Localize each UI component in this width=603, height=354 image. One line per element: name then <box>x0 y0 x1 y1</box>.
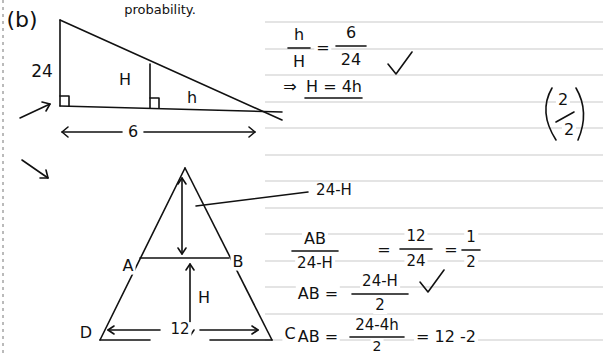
handwritten-label: 2 <box>373 298 387 314</box>
handwritten-label: 6 <box>344 25 358 42</box>
handwritten-label: 24-H <box>360 274 400 290</box>
handwritten-label: 24 <box>404 254 427 270</box>
handwritten-label: = <box>442 242 459 259</box>
handwritten-label: 24-H <box>295 256 335 272</box>
margin-line <box>3 0 4 354</box>
handwritten-label: 2 <box>464 255 478 271</box>
ink <box>20 20 584 340</box>
handwritten-label: H <box>196 290 212 307</box>
handwritten-label: (b) <box>4 8 39 31</box>
ruled-lines <box>265 22 603 340</box>
handwritten-label: AB <box>302 231 328 248</box>
handwritten-label: 1 <box>464 230 478 246</box>
handwritten-label: 2 <box>371 338 384 353</box>
handwritten-label: = 12 -2 <box>414 329 478 346</box>
handwritten-label: D <box>78 325 94 342</box>
handwritten-label: = <box>314 40 331 57</box>
handwritten-label: AB = <box>296 286 340 303</box>
handwritten-label: 24-4h <box>353 318 401 334</box>
handwritten-label: 24-H <box>314 183 354 199</box>
handwritten-label: H <box>117 72 133 89</box>
handwritten-label: 2 <box>562 122 576 139</box>
handwritten-label: h <box>185 90 199 107</box>
handwritten-label: 12 <box>168 322 191 338</box>
handwritten-label: 6 <box>126 124 140 141</box>
handwritten-label: B <box>231 254 246 271</box>
handwritten-label: 2 <box>556 92 570 109</box>
handwritten-label: AB = <box>296 329 340 346</box>
handwritten-label: = <box>375 242 392 259</box>
handwritten-label: 24 <box>339 52 363 69</box>
printed-word: probability. <box>122 3 198 17</box>
handwritten-label: 24 <box>29 63 55 81</box>
handwritten-label: H = 4h <box>304 79 364 96</box>
handwritten-label: 12 <box>404 229 427 245</box>
handwritten-label: A <box>121 258 136 275</box>
handwritten-label: h <box>292 27 306 44</box>
handwritten-label: ⇒ <box>281 79 298 96</box>
handwritten-label: H <box>291 54 307 71</box>
